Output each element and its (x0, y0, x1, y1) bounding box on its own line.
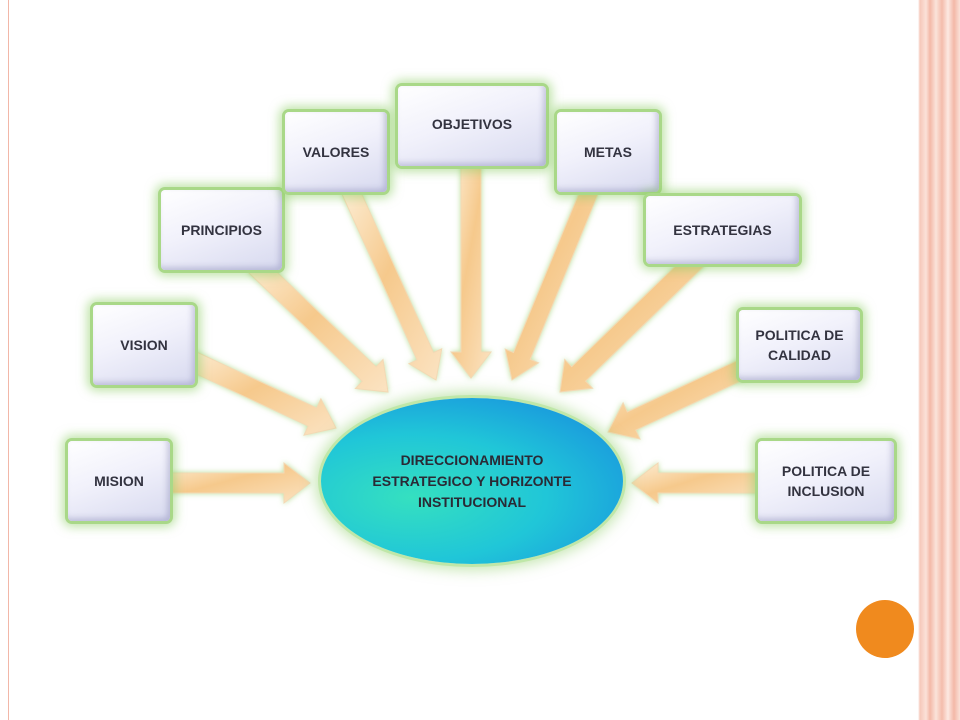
slide-left-border (8, 0, 9, 720)
center-label: DIRECCIONAMIENTO ESTRATEGICO Y HORIZONTE… (372, 451, 572, 510)
node-politica-inclusion-label: POLITICA DE INCLUSION (781, 463, 871, 499)
arrow-politica-calidad (607, 358, 750, 440)
arrow-mision (159, 461, 311, 505)
arrow-metas (504, 185, 599, 381)
arrow-principios (247, 257, 389, 393)
node-politica-calidad-label: POLITICA DE CALIDAD (755, 327, 844, 363)
node-vision: VISION (93, 305, 195, 385)
node-mision: MISION (68, 441, 170, 521)
slide-right-decorative-rail (918, 0, 960, 720)
node-valores: VALORES (285, 112, 387, 192)
arrow-estrategias (559, 250, 706, 393)
center-ellipse: DIRECCIONAMIENTO ESTRATEGICO Y HORIZONTE… (321, 398, 623, 564)
node-objetivos-label: OBJETIVOS (431, 116, 513, 132)
node-mision-label: MISION (94, 473, 144, 489)
node-metas-label: METAS (584, 144, 632, 160)
node-principios-label: PRINCIPIOS (181, 222, 262, 238)
node-estrategias: ESTRATEGIAS (646, 196, 799, 264)
arrow-politica-inclusion (631, 461, 761, 505)
arrow-objetivos (449, 159, 493, 379)
node-vision-label: VISION (120, 337, 168, 353)
arrow-vision (185, 350, 337, 436)
node-valores-label: VALORES (302, 144, 370, 160)
orange-circle-decoration (856, 600, 914, 658)
node-metas: METAS (557, 112, 659, 192)
node-objetivos: OBJETIVOS (398, 86, 546, 166)
arrow-valores (341, 185, 443, 381)
node-estrategias-label: ESTRATEGIAS (673, 222, 772, 238)
node-politica-inclusion: POLITICA DE INCLUSION (758, 441, 894, 521)
node-principios: PRINCIPIOS (161, 190, 282, 270)
node-politica-calidad: POLITICA DE CALIDAD (739, 310, 860, 380)
